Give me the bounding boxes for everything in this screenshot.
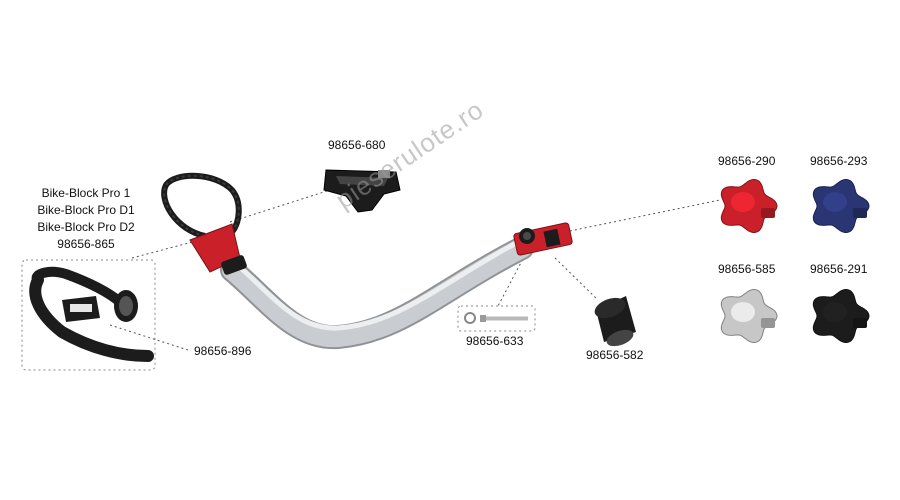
model-label-1: Bike-Block Pro 1 [41, 186, 131, 200]
knob-blue-label: 98656-293 [810, 154, 868, 168]
model-label-2: Bike-Block Pro D1 [37, 203, 135, 217]
knob-grey-stem [761, 318, 775, 328]
strap-kit-frame [21, 259, 156, 371]
knob-grey-label: 98656-585 [718, 262, 776, 276]
pad-part [323, 169, 401, 213]
strap-kit-parts [29, 266, 154, 362]
pad-label: 98656-680 [328, 138, 386, 152]
knob-red-stem [761, 208, 775, 218]
strap-kit-label: 98656-865 [57, 237, 115, 251]
leader-strap-kit [131, 239, 201, 259]
leader-lines [109, 189, 721, 351]
knob-black-label: 98656-291 [810, 262, 868, 276]
bolt-frame [457, 305, 536, 332]
knob-red-hub [731, 192, 755, 212]
knob-blue [812, 179, 870, 233]
knob-grey-hub [731, 302, 755, 322]
spacer-part [594, 296, 636, 347]
knob-blue-hub [823, 192, 847, 212]
knob-grey [720, 289, 778, 343]
knob-red [720, 179, 778, 233]
leader-spacer [554, 257, 599, 301]
knob-black [812, 289, 870, 343]
knob-red-label: 98656-290 [718, 154, 776, 168]
clamp-ring [161, 172, 247, 275]
leader-knob [564, 199, 721, 233]
knob-blue-stem [853, 208, 867, 218]
mount-head [513, 222, 573, 256]
knob-black-stem [853, 318, 867, 328]
bolt-label: 98656-633 [466, 334, 524, 348]
leader-strap [109, 324, 189, 351]
bolt-part [464, 312, 528, 324]
leader-pad [229, 189, 331, 223]
aluminium-arm [220, 236, 534, 350]
knob-black-hub [823, 302, 847, 322]
model-label-3: Bike-Block Pro D2 [37, 220, 135, 234]
spacer-label: 98656-582 [586, 348, 644, 362]
strap-label: 98656-896 [194, 344, 252, 358]
